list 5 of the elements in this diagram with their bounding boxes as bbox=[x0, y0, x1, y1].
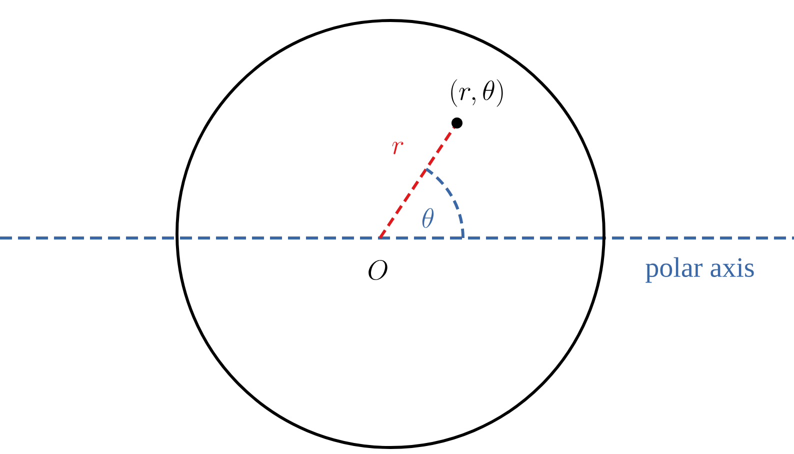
origin-label: $O$ bbox=[368, 260, 388, 280]
angle-label: $\theta$ bbox=[422, 208, 434, 228]
point-label: $(r, \theta)$ bbox=[451, 79, 503, 107]
axis-label: polar axis bbox=[646, 257, 754, 283]
radius-label: $r$ bbox=[392, 142, 404, 154]
